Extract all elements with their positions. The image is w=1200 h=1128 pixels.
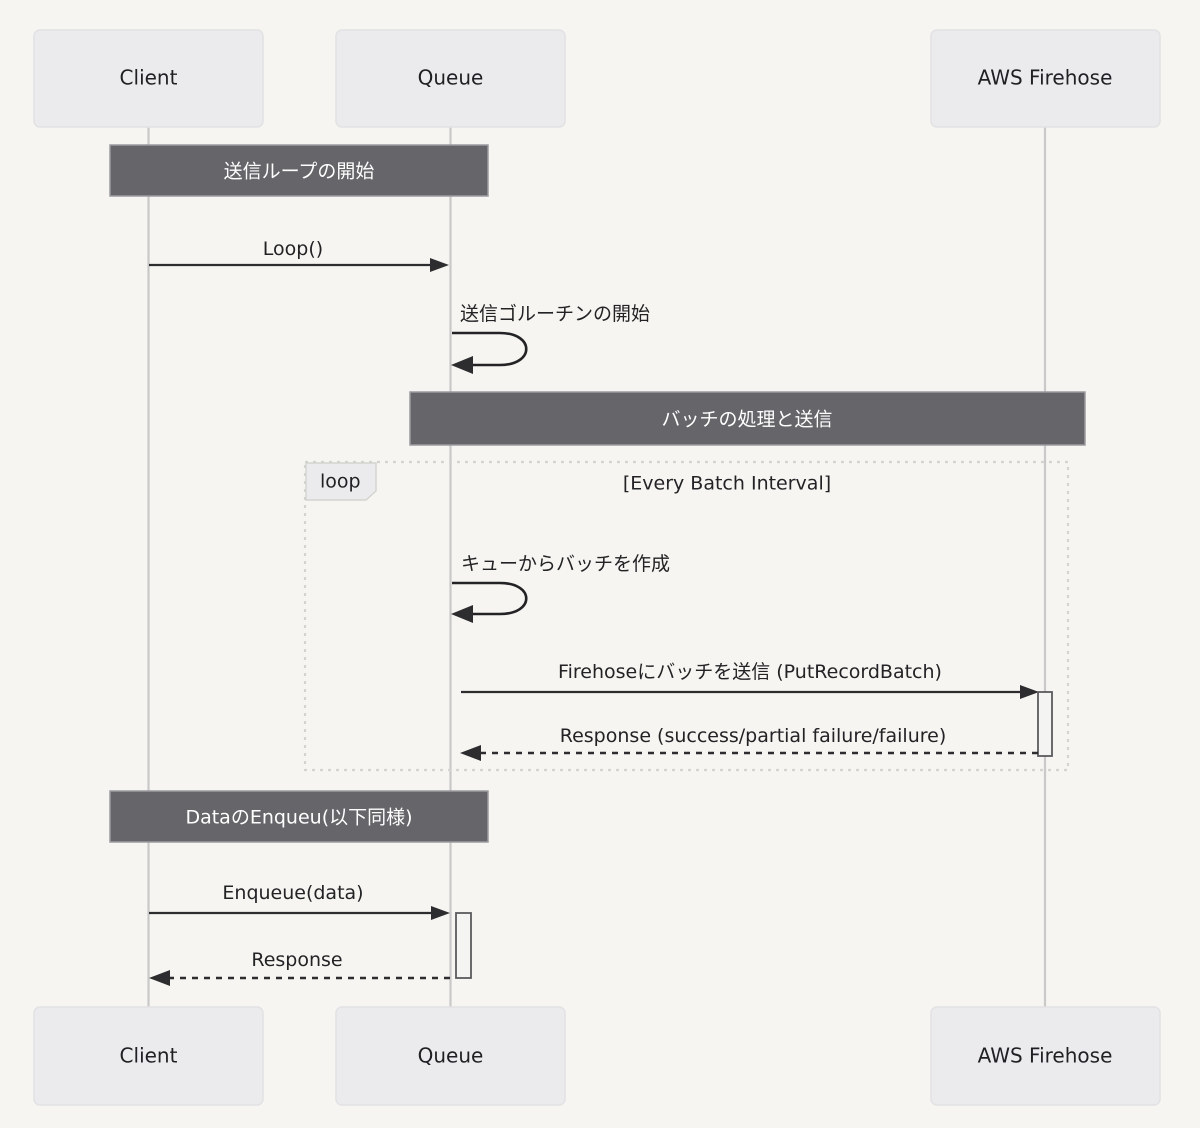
message-self-batch-arc	[452, 581, 528, 616]
note-batch-process: バッチの処理と送信	[409, 391, 1086, 446]
message-loop-arrowhead	[430, 258, 449, 272]
participant-top-client[interactable]: Client	[33, 29, 264, 128]
participant-box-firehose-bottom[interactable]	[930, 1006, 1161, 1106]
participant-top-firehose[interactable]: AWS Firehose	[930, 29, 1161, 128]
activation-queue	[455, 912, 472, 979]
lifelines-group	[147, 127, 1047, 1008]
participant-label-firehose-bottom: AWS Firehose	[978, 1044, 1113, 1068]
participant-bottom-firehose[interactable]: AWS Firehose	[930, 1006, 1161, 1106]
loop-fragment-condition-label: [Every Batch Interval]	[623, 473, 831, 495]
message-enqueue: Enqueue(data)	[149, 882, 450, 920]
message-loop: Loop()	[149, 238, 449, 272]
participant-label-client-bottom: Client	[120, 1044, 178, 1068]
participant-box-firehose-top[interactable]	[930, 29, 1161, 128]
note-send-loop-start-label: 送信ループの開始	[224, 161, 375, 183]
loop-fragment: loop [Every Batch Interval]	[303, 460, 1070, 772]
message-loop-label: Loop()	[263, 238, 323, 260]
message-firehose-response: Response (success/partial failure/failur…	[460, 725, 1038, 761]
message-put-record-label: Firehoseにバッチを送信 (PutRecordBatch)	[558, 661, 942, 683]
message-firehose-response-label: Response (success/partial failure/failur…	[560, 725, 946, 747]
participant-box-queue-top[interactable]	[335, 29, 566, 128]
note-send-loop-start: 送信ループの開始	[109, 144, 489, 197]
note-send-loop-start-bar	[109, 144, 489, 197]
message-enqueue-response-label: Response	[251, 949, 342, 971]
note-data-enqueue-label: DataのEnqueu(以下同様)	[185, 807, 412, 829]
message-self-goroutine: 送信ゴルーチンの開始	[451, 303, 650, 374]
message-enqueue-label: Enqueue(data)	[222, 882, 363, 904]
message-enqueue-arrowhead	[431, 906, 450, 920]
note-data-enqueue-bar	[109, 790, 489, 843]
message-enqueue-response-arrowhead	[149, 970, 170, 986]
message-put-record: Firehoseにバッチを送信 (PutRecordBatch)	[461, 661, 1039, 699]
message-self-goroutine-arc	[452, 331, 528, 367]
activation-firehose	[1037, 691, 1053, 757]
message-enqueue-response: Response	[149, 949, 450, 986]
message-firehose-response-arrowhead	[460, 745, 481, 761]
message-self-batch-arrowhead	[451, 605, 473, 623]
participant-box-queue-bottom[interactable]	[335, 1006, 566, 1106]
participant-bottom-queue[interactable]: Queue	[335, 1006, 566, 1106]
participant-box-client-bottom[interactable]	[33, 1006, 264, 1106]
message-self-goroutine-arrowhead	[451, 356, 473, 374]
participant-label-queue-top: Queue	[418, 66, 484, 90]
participant-label-firehose-top: AWS Firehose	[978, 66, 1113, 90]
loop-fragment-tab-label: loop	[320, 471, 361, 493]
participant-label-client-top: Client	[120, 66, 178, 90]
note-data-enqueue: DataのEnqueu(以下同様)	[109, 790, 489, 843]
message-self-batch-label: キューからバッチを作成	[461, 553, 670, 575]
participant-label-queue-bottom: Queue	[418, 1044, 484, 1068]
message-self-goroutine-label: 送信ゴルーチンの開始	[460, 303, 650, 325]
note-batch-process-bar	[409, 391, 1086, 446]
note-batch-process-label: バッチの処理と送信	[661, 409, 832, 431]
participant-top-queue[interactable]: Queue	[335, 29, 566, 128]
loop-fragment-tab	[305, 462, 377, 501]
participant-bottom-client[interactable]: Client	[33, 1006, 264, 1106]
message-self-batch: キューからバッチを作成	[451, 553, 670, 623]
message-put-record-arrowhead	[1020, 685, 1039, 699]
participant-box-client-top[interactable]	[33, 29, 264, 128]
